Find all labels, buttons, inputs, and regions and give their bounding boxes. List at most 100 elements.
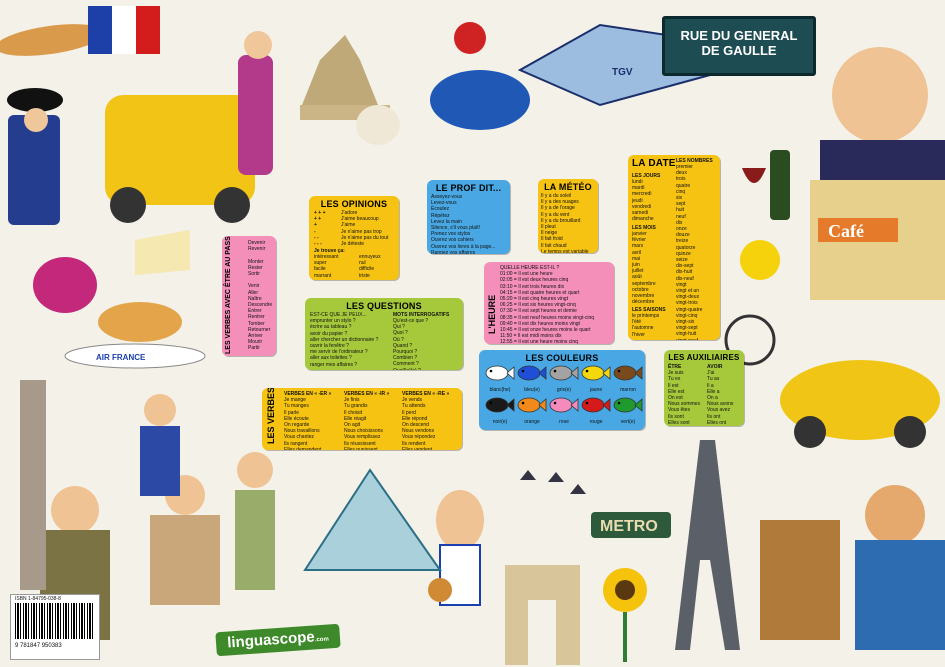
passe-compose-verb: Arriver bbox=[248, 333, 263, 340]
color-fish: rouge bbox=[581, 396, 611, 425]
passe-compose-verb: Tomber bbox=[248, 320, 265, 327]
re-verb-conjugation: On descend bbox=[402, 422, 429, 429]
re-verb-conjugation: Elles vendent bbox=[402, 446, 433, 450]
ir-verb-conjugation: Tu grandis bbox=[344, 403, 368, 410]
number-word: vingt-huit bbox=[676, 331, 697, 338]
classroom-question: ouvrir la fenêtre ? bbox=[310, 343, 349, 350]
passe-compose-verb: Retourner bbox=[248, 326, 271, 333]
je-trouve-label: Je trouve ça: bbox=[314, 248, 345, 254]
logo-suffix: .com bbox=[314, 636, 330, 644]
question-word: Pourquoi ? bbox=[393, 349, 418, 356]
cheese-illustration bbox=[135, 230, 190, 275]
re-verb-conjugation: Je vends bbox=[402, 397, 423, 404]
color-label: gris(e) bbox=[556, 387, 572, 393]
opinion-adjective: difficile bbox=[359, 266, 375, 273]
number-word: sept bbox=[676, 201, 686, 208]
opinion-symbol: + + bbox=[314, 216, 322, 223]
fish-icon bbox=[613, 365, 643, 381]
prof-instruction: Répétez bbox=[431, 212, 450, 219]
passe-compose-verb: Entrer bbox=[248, 308, 262, 315]
time-phrase: QUELLE HEURE EST-IL ? bbox=[500, 265, 560, 271]
color-fish: jaune bbox=[581, 364, 611, 393]
meteo-phrase: Le temps est variable bbox=[541, 248, 589, 253]
day-name: dimanche bbox=[632, 216, 654, 223]
passe-compose-verb: Partir bbox=[248, 345, 260, 352]
prof-instruction: Silence, s'il vous plaît! bbox=[431, 225, 481, 232]
number-word: trois bbox=[676, 176, 686, 183]
color-fish: blanc(he) bbox=[485, 364, 515, 393]
month-name: septembre bbox=[632, 280, 656, 287]
er-verb-conjugation: Elles demandent bbox=[284, 446, 322, 450]
time-phrase: 07:30 = Il est sept heures et demie bbox=[500, 308, 577, 315]
re-verb-conjugation: Elle répond bbox=[402, 415, 428, 422]
questions-panel: LES QUESTIONS EST-CE QUE JE PEUX...empru… bbox=[305, 298, 463, 370]
month-name: mai bbox=[632, 255, 641, 262]
ir-verb-conjugation: Vous remplissez bbox=[344, 434, 381, 441]
classroom-question: emprunter un stylo ? bbox=[310, 318, 356, 325]
time-phrase: 02:05 = Il est deux heures cinq bbox=[500, 277, 569, 284]
louvre-pyramid-illustration bbox=[303, 468, 442, 571]
er-verb-conjugation: On regarde bbox=[284, 422, 310, 429]
fish-icon bbox=[549, 397, 579, 413]
etre-conjugation: Nous sommes bbox=[668, 401, 700, 408]
question-word: Qu'est-ce que ? bbox=[393, 318, 429, 324]
etre-conjugation: Elles sont bbox=[668, 419, 690, 426]
time-phrase: 03:10 = Il est trois heures dix bbox=[500, 283, 565, 290]
jours-title: LES JOURS bbox=[632, 173, 661, 179]
number-word: six bbox=[676, 195, 683, 202]
re-verb-conjugation: Ils rendent bbox=[402, 440, 426, 447]
color-label: orange bbox=[524, 419, 540, 425]
mont-saint-michel-illustration bbox=[300, 35, 380, 110]
meteo-phrase: Il pleut bbox=[541, 224, 556, 231]
number-word: dix-neuf bbox=[676, 275, 694, 282]
opinion-phrase: J'aime beaucoup bbox=[341, 216, 379, 223]
number-word: dix-sept bbox=[676, 263, 694, 270]
onion-seller-illustration bbox=[436, 490, 484, 550]
passe-compose-verb: Revenir bbox=[248, 246, 266, 253]
prof-instruction: Rangez vos affaires bbox=[431, 249, 476, 254]
fish-icon bbox=[549, 365, 579, 381]
baguette-illustration bbox=[0, 24, 105, 56]
napoleon-illustration bbox=[8, 115, 60, 225]
fish-icon bbox=[517, 397, 547, 413]
day-name: jeudi bbox=[632, 197, 643, 204]
van-gogh-illustration bbox=[865, 485, 925, 545]
opinion-phrase: Je déteste bbox=[341, 241, 365, 248]
color-fish: vert(e) bbox=[613, 396, 643, 425]
opinion-adjective: ennuyeux bbox=[359, 254, 381, 260]
meteo-phrase: Il fait froid bbox=[541, 236, 563, 243]
avoir-conjugation: Elles ont bbox=[707, 419, 727, 426]
color-label: bleu(e) bbox=[524, 387, 540, 393]
passe-compose-verb: Rentrer bbox=[248, 314, 265, 321]
street-sign-line2: DE GAULLE bbox=[701, 43, 777, 58]
opinion-phrase: Je n'aime pas trop bbox=[341, 228, 382, 235]
time-phrase: 11:50 = Il est midi moins dix bbox=[500, 333, 562, 340]
color-fish: marron bbox=[613, 364, 643, 393]
season-name: l'hiver bbox=[632, 331, 645, 338]
logo-text: linguascope bbox=[226, 628, 316, 652]
er-verb-conjugation: Tu manges bbox=[284, 403, 309, 410]
number-word: neuf bbox=[676, 213, 686, 220]
color-label: marron bbox=[620, 387, 636, 393]
passe-compose-verb: Naître bbox=[248, 295, 262, 302]
classroom-question: aller chercher un dictionnaire ? bbox=[310, 336, 379, 343]
avoir-conjugation: Ils ont bbox=[707, 413, 721, 420]
month-name: août bbox=[632, 274, 642, 281]
number-word: onze bbox=[676, 226, 687, 233]
fish-icon bbox=[613, 397, 643, 413]
old-man-illustration bbox=[237, 452, 273, 488]
classroom-question: me servir de l'ordinateur ? bbox=[310, 349, 368, 356]
passe-compose-verb: Devenir bbox=[248, 240, 266, 246]
meteo-phrase: Il neige bbox=[541, 230, 558, 237]
opinion-adjective: facile bbox=[314, 266, 326, 273]
day-name: vendredi bbox=[632, 203, 652, 210]
barcode-bars bbox=[15, 603, 95, 639]
time-phrase: 01:00 = Il est une heure bbox=[500, 271, 553, 278]
avoir-conjugation: Vous avez bbox=[707, 407, 731, 414]
meteo-phrase: Il y a de l'orage bbox=[541, 205, 575, 212]
fish-icon bbox=[581, 397, 611, 413]
